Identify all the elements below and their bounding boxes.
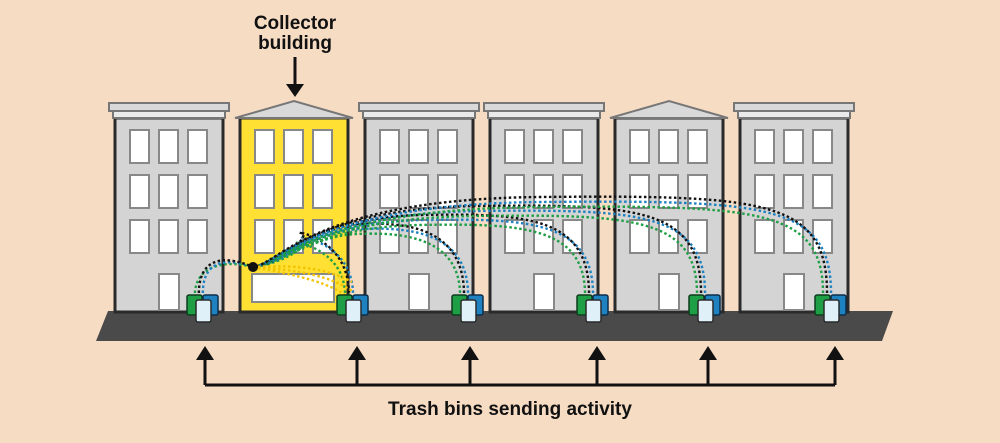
collector-hub-node bbox=[248, 262, 258, 272]
window bbox=[254, 129, 275, 164]
trash-bin-group-3 bbox=[451, 294, 484, 323]
window bbox=[379, 174, 400, 209]
door bbox=[783, 273, 805, 311]
building-6 bbox=[733, 102, 855, 314]
roof-cornice bbox=[112, 110, 226, 119]
roof-cap bbox=[358, 102, 480, 112]
window bbox=[562, 174, 583, 209]
window bbox=[533, 129, 554, 164]
window bbox=[283, 174, 304, 209]
window bbox=[187, 219, 208, 254]
window bbox=[158, 129, 179, 164]
collector-building-label: Collector building bbox=[215, 14, 375, 54]
signal-arc bbox=[252, 232, 462, 299]
door bbox=[408, 273, 430, 311]
window bbox=[754, 219, 775, 254]
window bbox=[783, 174, 804, 209]
window bbox=[312, 174, 333, 209]
roof-cornice bbox=[362, 110, 476, 119]
signal-arc bbox=[252, 231, 351, 299]
bins-arrowhead bbox=[348, 346, 366, 360]
window bbox=[312, 129, 333, 164]
window bbox=[408, 129, 429, 164]
building-3 bbox=[358, 102, 480, 314]
street bbox=[96, 311, 893, 341]
bins-arrowhead bbox=[588, 346, 606, 360]
trash-bin-group-5 bbox=[688, 294, 721, 323]
signal-arc bbox=[252, 222, 466, 299]
trash-bin-light bbox=[460, 299, 477, 323]
window bbox=[187, 129, 208, 164]
trash-bin-group-6 bbox=[814, 294, 847, 323]
signal-arc bbox=[252, 227, 470, 299]
window bbox=[562, 129, 583, 164]
collector-lobby-window bbox=[251, 273, 335, 303]
bins-arrowhead bbox=[699, 346, 717, 360]
window bbox=[754, 129, 775, 164]
signal-arc bbox=[252, 204, 703, 299]
window bbox=[158, 174, 179, 209]
signal-arc bbox=[197, 259, 254, 299]
window bbox=[562, 219, 583, 254]
signal-arc bbox=[252, 214, 699, 299]
roof-cap bbox=[483, 102, 605, 112]
window bbox=[408, 174, 429, 209]
trash-bin-light bbox=[823, 299, 840, 323]
trash-bin-light bbox=[345, 299, 362, 323]
window bbox=[437, 129, 458, 164]
roof-cap bbox=[108, 102, 230, 112]
window bbox=[658, 129, 679, 164]
window bbox=[504, 129, 525, 164]
trash-bin-light bbox=[195, 299, 212, 323]
window bbox=[783, 129, 804, 164]
window bbox=[533, 219, 554, 254]
door bbox=[158, 273, 180, 311]
bins-arrowhead bbox=[461, 346, 479, 360]
roof-cap bbox=[733, 102, 855, 112]
door bbox=[658, 273, 680, 311]
window bbox=[283, 129, 304, 164]
window bbox=[754, 174, 775, 209]
trash-bin-group-4 bbox=[576, 294, 609, 323]
collector-label-line1: Collector bbox=[253, 13, 337, 34]
window bbox=[629, 219, 650, 254]
window bbox=[187, 174, 208, 209]
window bbox=[254, 219, 275, 254]
collector-label-line2: building bbox=[258, 33, 332, 54]
trash-bins-label: Trash bins sending activity bbox=[388, 399, 632, 420]
window bbox=[629, 129, 650, 164]
window bbox=[437, 174, 458, 209]
collector-arrowhead bbox=[286, 84, 304, 97]
bins-arrowhead bbox=[196, 346, 214, 360]
roof-gable bbox=[234, 99, 354, 119]
window bbox=[812, 129, 833, 164]
window bbox=[687, 129, 708, 164]
signal-arc bbox=[252, 205, 825, 299]
roof-cornice bbox=[487, 110, 601, 119]
building-1 bbox=[108, 102, 230, 314]
signal-arc bbox=[252, 195, 829, 299]
window bbox=[379, 129, 400, 164]
signal-arc bbox=[252, 218, 595, 299]
window bbox=[504, 219, 525, 254]
window bbox=[254, 174, 275, 209]
trash-bin-light bbox=[697, 299, 714, 323]
window bbox=[129, 129, 150, 164]
building-2 bbox=[234, 99, 354, 314]
bins-arrowhead bbox=[826, 346, 844, 360]
signal-arc bbox=[252, 200, 833, 299]
roof-cornice bbox=[737, 110, 851, 119]
window bbox=[129, 219, 150, 254]
window bbox=[158, 219, 179, 254]
trash-bin-light bbox=[585, 299, 602, 323]
roof-gable bbox=[609, 99, 729, 119]
trash-bin-group-2 bbox=[336, 294, 369, 323]
window bbox=[812, 174, 833, 209]
window bbox=[129, 174, 150, 209]
door bbox=[533, 273, 555, 311]
trash-bin-group-1 bbox=[186, 294, 219, 323]
building-5 bbox=[609, 99, 729, 314]
